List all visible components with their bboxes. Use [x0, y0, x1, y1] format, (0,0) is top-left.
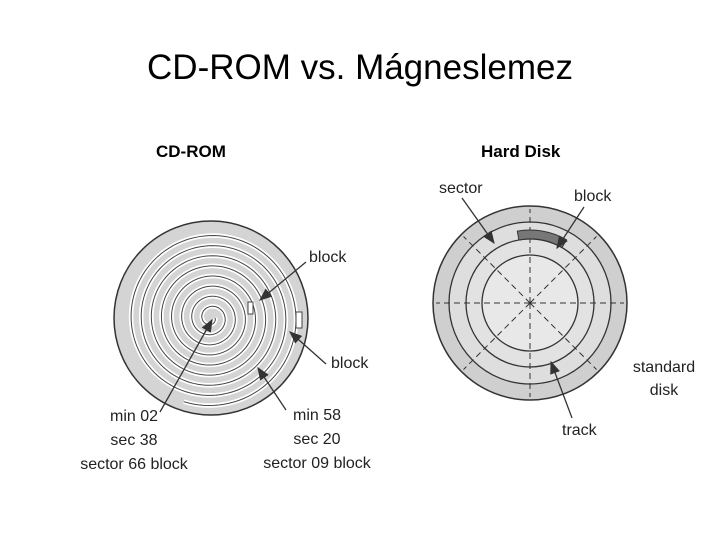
harddisk-arrow-track — [550, 360, 573, 419]
harddisk-heading: Hard Disk — [481, 142, 561, 161]
cdrom-left-label-line1: min 02 — [110, 408, 158, 425]
harddisk-label-sector: sector — [439, 180, 483, 197]
cdrom-label-block-top: block — [309, 249, 347, 266]
cdrom-label-block-bottom: block — [331, 355, 369, 372]
harddisk-label-disk: disk — [650, 382, 679, 399]
cdrom-right-label-line1: min 58 — [293, 407, 341, 424]
cdrom-spiral-gap-marker — [247, 301, 254, 315]
cdrom-right-label-line2: sec 20 — [293, 431, 340, 448]
cdrom-spiral-gap-marker — [295, 311, 303, 329]
harddisk-label-standard: standard — [633, 359, 695, 376]
cdrom-arrow-left-start — [159, 318, 213, 413]
cdrom-left-label-line2: sec 38 — [110, 432, 157, 449]
harddisk-sector-line — [463, 302, 531, 370]
cdrom-disk — [113, 220, 309, 416]
slide-title: CD-ROM vs. Mágneslemez — [147, 48, 573, 87]
harddisk-label-block: block — [574, 188, 612, 205]
harddisk-sector-line — [529, 302, 597, 370]
cdrom-heading: CD-ROM — [156, 142, 226, 161]
cdrom-arrow-block-top — [258, 261, 307, 301]
harddisk-arrow-block — [556, 206, 585, 250]
harddisk-label-track: track — [562, 422, 598, 439]
cdrom-arrow-right-start — [257, 366, 287, 411]
cdrom-left-label-line3: sector 66 block — [80, 456, 189, 473]
cdrom-right-label-line3: sector 09 block — [263, 455, 372, 472]
harddisk-sector-line — [529, 236, 597, 304]
harddisk-disk — [432, 205, 628, 401]
harddisk-arrow-sector — [461, 197, 495, 245]
harddisk-sector-lines — [436, 209, 624, 397]
cdrom-spiral-track-outline — [130, 235, 297, 407]
cdrom-arrow-block-bottom — [289, 331, 327, 365]
harddisk-sector-line — [463, 236, 531, 304]
